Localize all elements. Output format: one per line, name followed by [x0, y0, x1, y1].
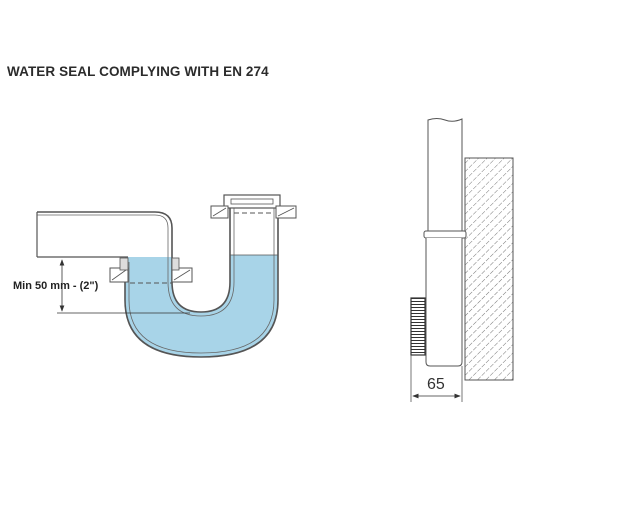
trap-body: [425, 238, 463, 367]
p-trap-diagram: Min 50 mm - (2"): [13, 194, 297, 358]
seal-height-label: Min 50 mm - (2"): [13, 280, 99, 292]
collar: [423, 230, 467, 239]
wall: [464, 157, 514, 381]
side-view-diagram: 65: [410, 118, 514, 402]
water-seal: [125, 255, 278, 357]
u-bend-inner: [171, 208, 231, 313]
inlet-pipe: [37, 211, 173, 262]
knurled-cap: [410, 297, 426, 356]
page-title: WATER SEAL COMPLYING WITH EN 274: [7, 64, 269, 79]
u-bend-outer: [124, 208, 279, 358]
depth-label: 65: [427, 376, 445, 393]
vertical-pipe: [427, 118, 463, 232]
